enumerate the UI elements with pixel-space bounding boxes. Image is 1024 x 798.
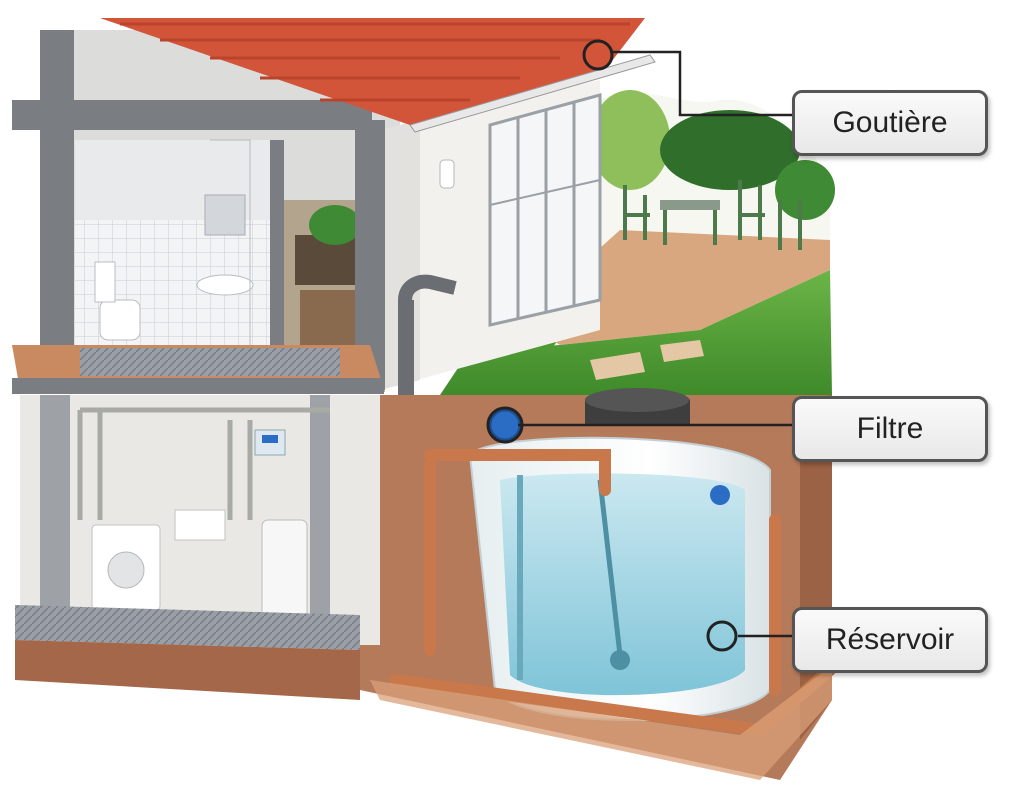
callout-filter-label: Filtre: [792, 396, 988, 462]
stepping-stones: [590, 340, 704, 380]
hedge-right: [775, 160, 835, 220]
callout-tank-label: Réservoir: [792, 607, 988, 673]
patio-door-window: [488, 93, 602, 327]
gutter: [409, 54, 656, 133]
washbasin: [196, 274, 254, 296]
pipe-trench: [370, 665, 832, 780]
wall-lamp: [439, 159, 455, 189]
basement-floor: [15, 605, 360, 650]
toilet: [99, 299, 141, 341]
filter-unit: [488, 408, 522, 442]
roof: [100, 18, 656, 133]
tank-water: [500, 473, 745, 696]
callout-leaders: [518, 50, 792, 638]
bathroom: [75, 139, 275, 361]
mirror: [204, 194, 246, 236]
house-upper-floor: [12, 30, 602, 394]
gutter-marker-icon: [582, 39, 614, 71]
tree-left: [590, 90, 670, 190]
house-plant: [309, 205, 361, 245]
basement-pipes: [77, 407, 330, 520]
filter-marker-icon: [486, 406, 524, 444]
utility-sink: [174, 509, 226, 541]
downpipe: [398, 274, 457, 301]
tank-marker-icon: [706, 620, 738, 652]
hedge: [660, 110, 800, 190]
water-tank: [468, 388, 771, 721]
float-switch: [710, 485, 730, 505]
basement: [15, 395, 380, 700]
lawn: [440, 270, 832, 395]
pump-unit: [261, 519, 308, 621]
garden-furniture: [623, 180, 802, 250]
control-panel: [254, 429, 286, 456]
callout-gutter-label: Goutière: [792, 90, 988, 156]
